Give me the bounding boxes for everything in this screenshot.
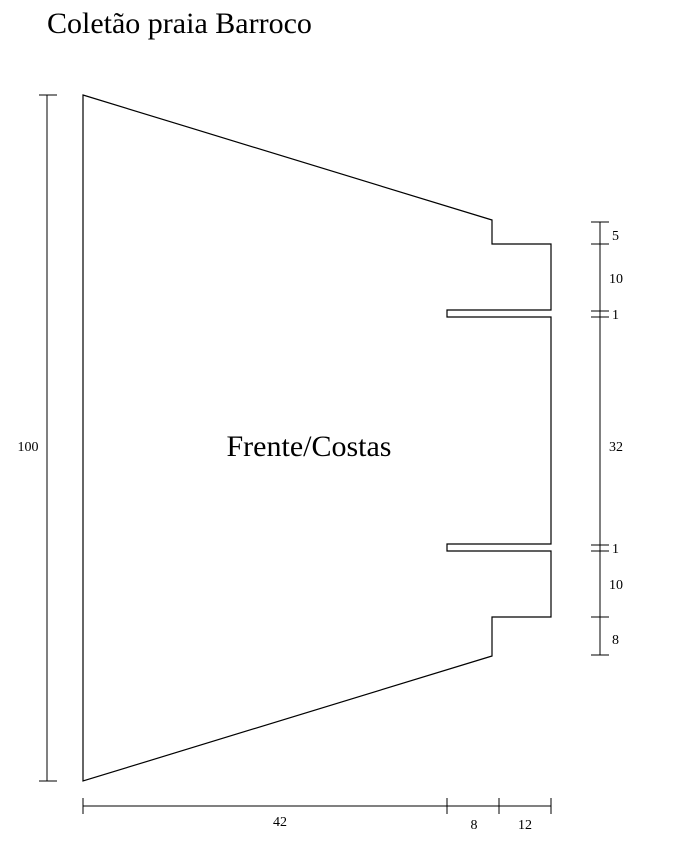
width-dimension: 42 8 12 [82,798,552,833]
height-label: 100 [18,440,39,455]
right-slit-bottom-label: 1 [612,542,619,557]
right-dimension-chain: 5 10 1 32 1 10 8 [591,221,623,656]
width-sleeve-label: 12 [518,818,532,833]
piece-label: Frente/Costas [227,430,392,463]
right-slit-top-label: 1 [612,308,619,323]
right-top-label: 5 [612,229,619,244]
page-title: Coletão praia Barroco [47,7,312,40]
width-step-label: 8 [471,818,478,833]
right-lower-label: 10 [609,578,623,593]
width-body-label: 42 [273,815,287,830]
right-upper-label: 10 [609,272,623,287]
right-bottom-label: 8 [612,633,619,648]
right-middle-label: 32 [609,440,623,455]
front-back-piece-outline [82,94,552,782]
height-dimension: 100 [18,94,57,782]
